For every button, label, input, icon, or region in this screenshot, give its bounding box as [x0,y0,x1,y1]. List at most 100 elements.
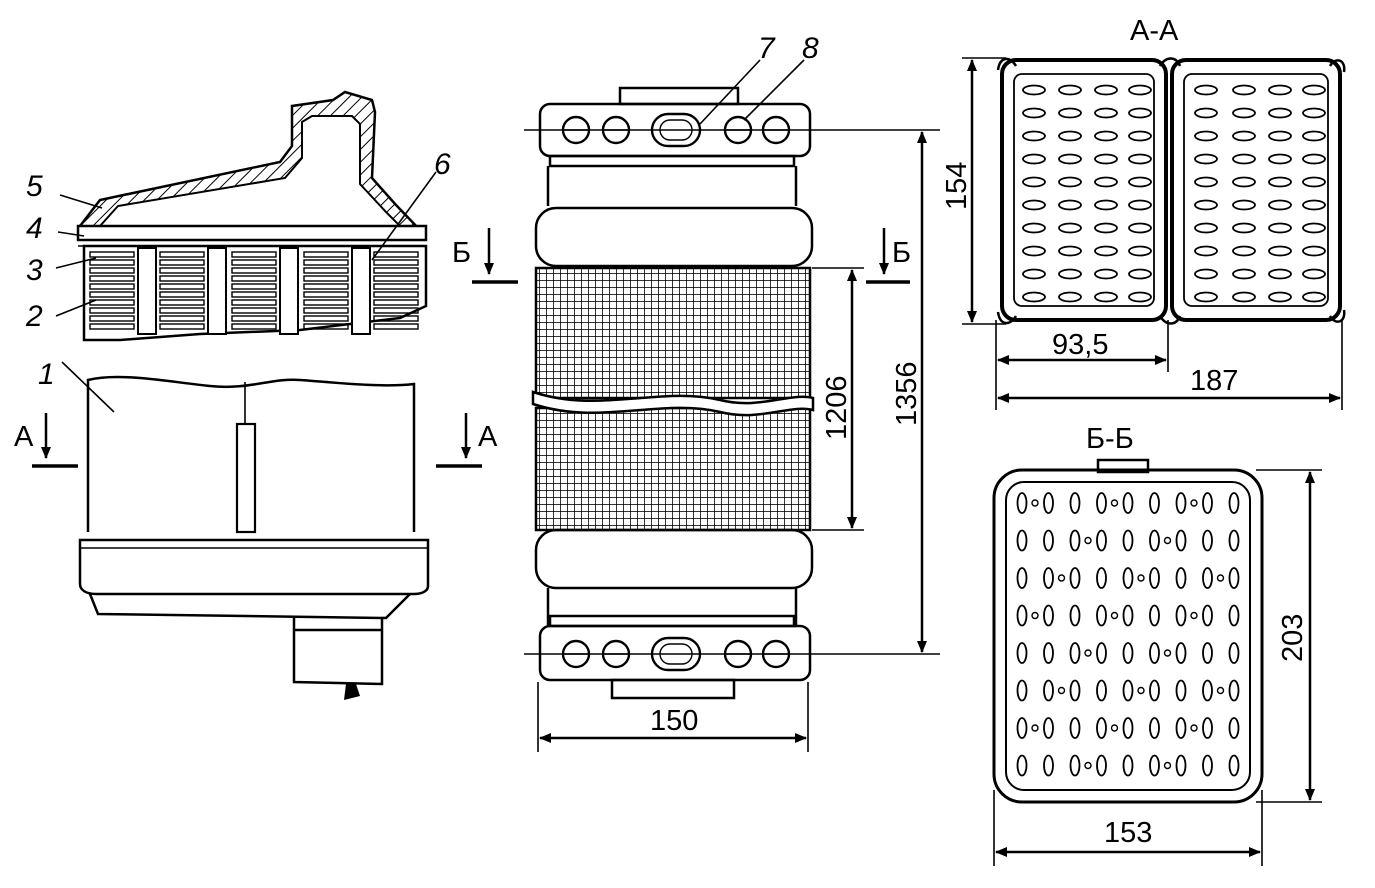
tube-oval [1094,268,1118,280]
callout-4: 4 [26,212,43,245]
tube-hole [1096,529,1107,552]
tube-oval [1232,199,1256,211]
small-hole [1137,686,1145,695]
tube-hole [1149,717,1160,739]
tube-oval [1194,176,1218,188]
tube-hole [1175,567,1187,589]
dim-aa-height-154: 154 [941,162,973,210]
core-fin [231,275,277,282]
tube-oval [1194,84,1218,96]
tube-oval [1268,199,1292,211]
tube-oval [1268,176,1292,188]
tube-hole [1043,754,1054,777]
tube-hole [1096,679,1107,702]
upper-tank-section: 5 4 3 2 6 [25,90,451,342]
tube-oval [1058,84,1082,96]
small-hole [1163,536,1172,545]
tube-hole [1069,529,1081,552]
lower-tank-body [86,375,416,532]
tube-hole [1149,604,1160,627]
core-fin [373,267,419,274]
core-fin [303,267,349,274]
tube-oval [1194,107,1218,119]
tube-oval [1302,153,1326,165]
small-hole [1190,611,1198,620]
tube-hole [1202,679,1213,702]
dim-aa-width-187: 187 [1190,365,1238,397]
tube-hole [1096,604,1107,627]
tube-hole [1175,529,1187,552]
tube-oval [1302,245,1326,257]
dim-core-height-1206: 1206 [821,375,853,440]
dim-bb-width-153: 153 [1104,817,1152,849]
core-fin [303,275,349,282]
tube-oval [1128,176,1152,188]
tube-oval [1302,176,1326,188]
tube-oval [1232,153,1256,165]
callout-2: 2 [25,300,43,333]
tube-oval [1094,107,1118,119]
tube-hole [1228,679,1240,702]
tube-oval [1022,153,1046,165]
tube-oval [1232,222,1256,234]
lower-tank-band [78,538,430,596]
tube-hole [1175,679,1187,702]
radiator-front-view: 7 8 Б Б 150 1206 1356 [452,32,940,752]
small-hole [1057,574,1066,582]
tube-oval [1094,130,1118,142]
section-b-b: Б-Б 203 153 [992,423,1322,866]
tube-hole [1228,604,1240,627]
tube-oval [1128,199,1152,211]
core-fin [303,259,349,266]
drain-tube [235,422,257,534]
core-fin [373,315,419,322]
tube-oval [1094,291,1118,303]
tube-oval [1128,130,1152,142]
core-fin [303,323,349,330]
core-fin [231,323,277,330]
tube-oval [1058,153,1082,165]
tube-hole [1202,604,1213,627]
tube-hole [1122,642,1134,664]
dim-bb-height-203: 203 [1277,614,1309,662]
dim-width-150: 150 [650,705,698,737]
tube-hole [1016,529,1028,552]
tube-oval [1302,107,1326,119]
core-fin [159,291,205,298]
small-hole [1190,499,1198,507]
tube-hole [1175,492,1187,514]
tube-oval [1058,245,1082,257]
small-hole [1163,761,1172,770]
small-hole [1031,611,1039,620]
tube-hole [1202,492,1213,514]
callout-3: 3 [26,254,43,287]
tube-hole [1069,642,1081,664]
tube-oval [1194,245,1218,257]
core-fin [231,251,277,258]
tube-oval [1022,130,1046,142]
tube-oval [1268,130,1292,142]
core-fin [373,323,419,330]
tube-hole [1016,754,1028,777]
small-hole [1190,724,1198,732]
core-fin [89,307,135,314]
core-mesh-lower [534,406,812,532]
tank-base-plate [76,224,428,242]
core-fin [303,315,349,322]
tube-oval [1268,153,1292,165]
tube-oval [1268,222,1292,234]
tube-hole [1228,567,1240,589]
dim-aa-half-width-93-5: 93,5 [1052,329,1108,361]
tube-hole [1096,567,1107,589]
tube-oval [1194,291,1218,303]
bb-inner-frame [1005,481,1251,791]
tube-oval [1022,291,1046,303]
tube-hole [1069,717,1081,739]
dim-total-height-1356: 1356 [891,361,923,426]
core-fin [303,291,349,298]
tube-oval [1058,107,1082,119]
outlet-pipe [292,618,384,686]
tube-oval [1022,199,1046,211]
tube-hole [1149,567,1160,589]
tube-oval [1022,245,1046,257]
